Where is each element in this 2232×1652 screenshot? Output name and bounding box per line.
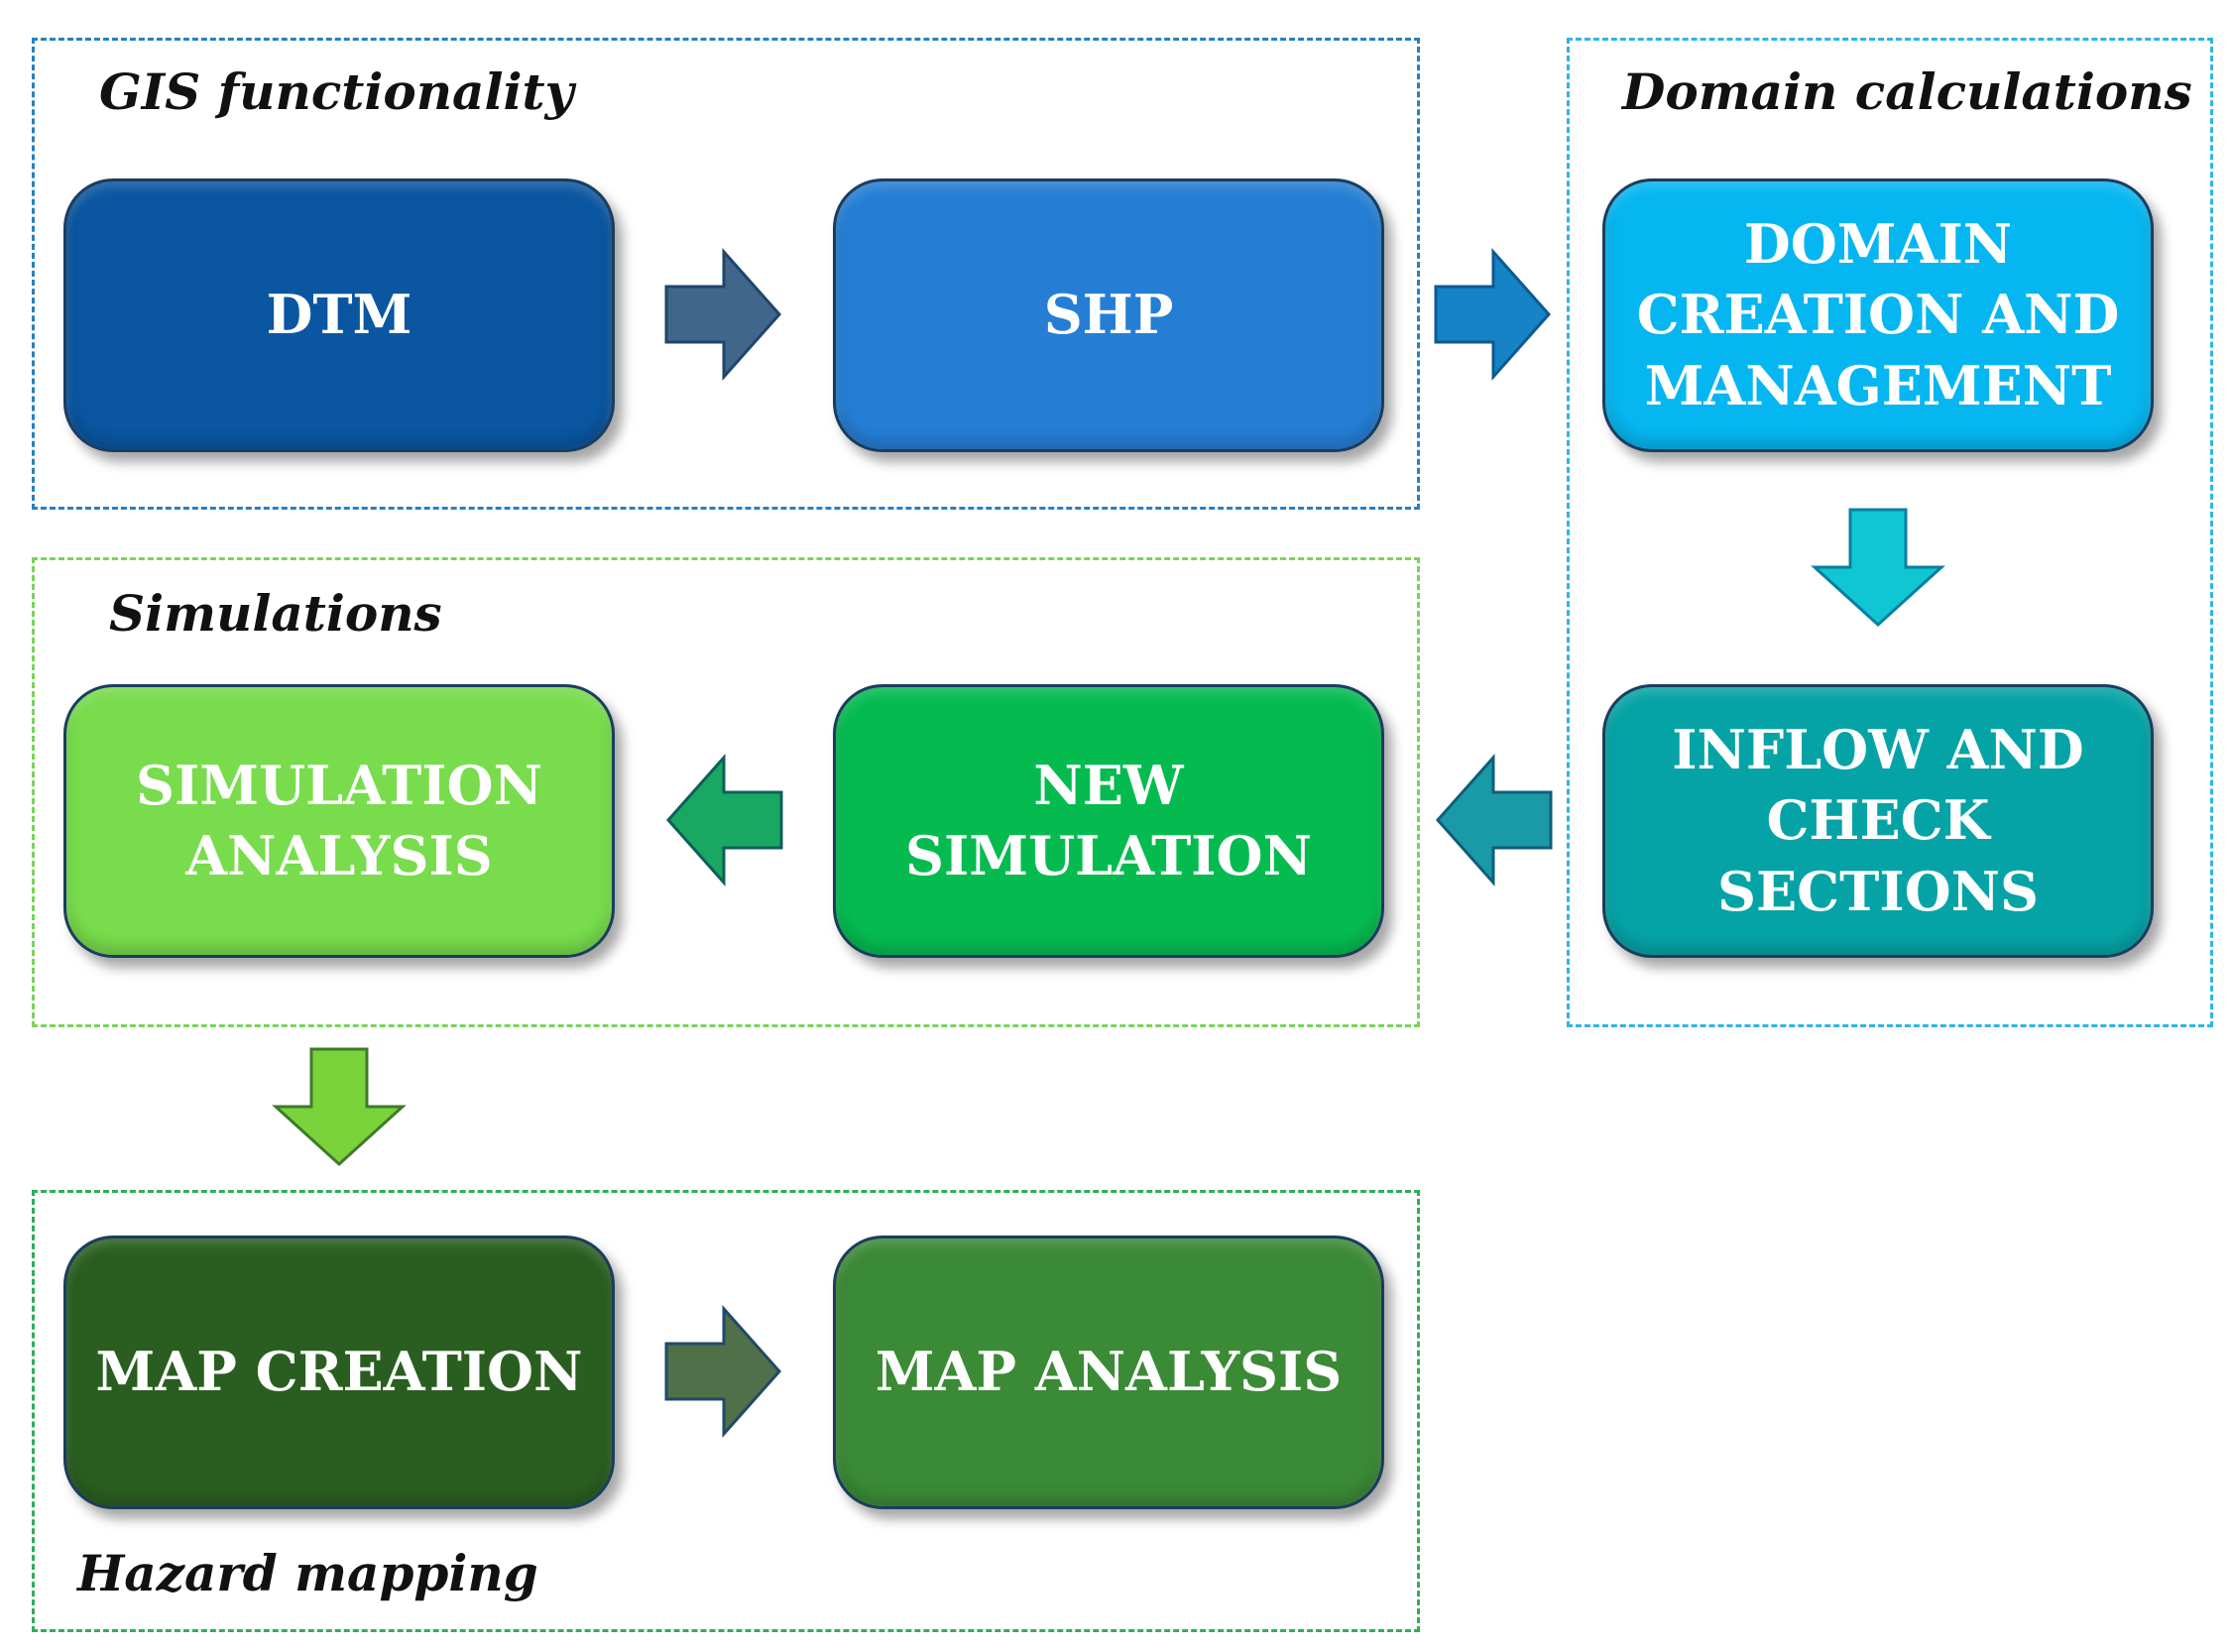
arrow-dtm-to-shp xyxy=(664,248,782,381)
dtm-box: DTM xyxy=(63,178,615,452)
arrow-simulations-to-hazard xyxy=(272,1047,407,1167)
gis-functionality-label: GIS functionality xyxy=(99,62,574,121)
map-creation-box: MAP CREATION xyxy=(63,1236,615,1509)
domain-calculations-label: Domain calculations xyxy=(1622,62,2192,121)
simulations-group xyxy=(32,557,1420,1027)
inflow-check-sections-box: INFLOW AND CHECK SECTIONS xyxy=(1602,684,2154,958)
arrow-shp-to-domain xyxy=(1434,248,1552,381)
domain-calculations-group xyxy=(1567,38,2213,1027)
simulation-analysis-box: SIMULATION ANALYSIS xyxy=(63,684,615,958)
hazard-mapping-group xyxy=(32,1190,1420,1632)
arrow-map-creation-to-analysis xyxy=(664,1305,782,1438)
arrow-domain-to-inflow xyxy=(1811,508,1945,628)
simulations-label: Simulations xyxy=(109,584,442,643)
arrow-inflow-to-new-simulation xyxy=(1435,754,1553,886)
gis-functionality-group xyxy=(32,38,1420,510)
arrow-new-simulation-to-analysis xyxy=(665,754,783,886)
shp-box: SHP xyxy=(833,178,1384,452)
new-simulation-box: NEW SIMULATION xyxy=(833,684,1384,958)
domain-creation-box: DOMAIN CREATION AND MANAGEMENT xyxy=(1602,178,2154,452)
hazard-mapping-label: Hazard mapping xyxy=(77,1544,538,1602)
map-analysis-box: MAP ANALYSIS xyxy=(833,1236,1384,1509)
